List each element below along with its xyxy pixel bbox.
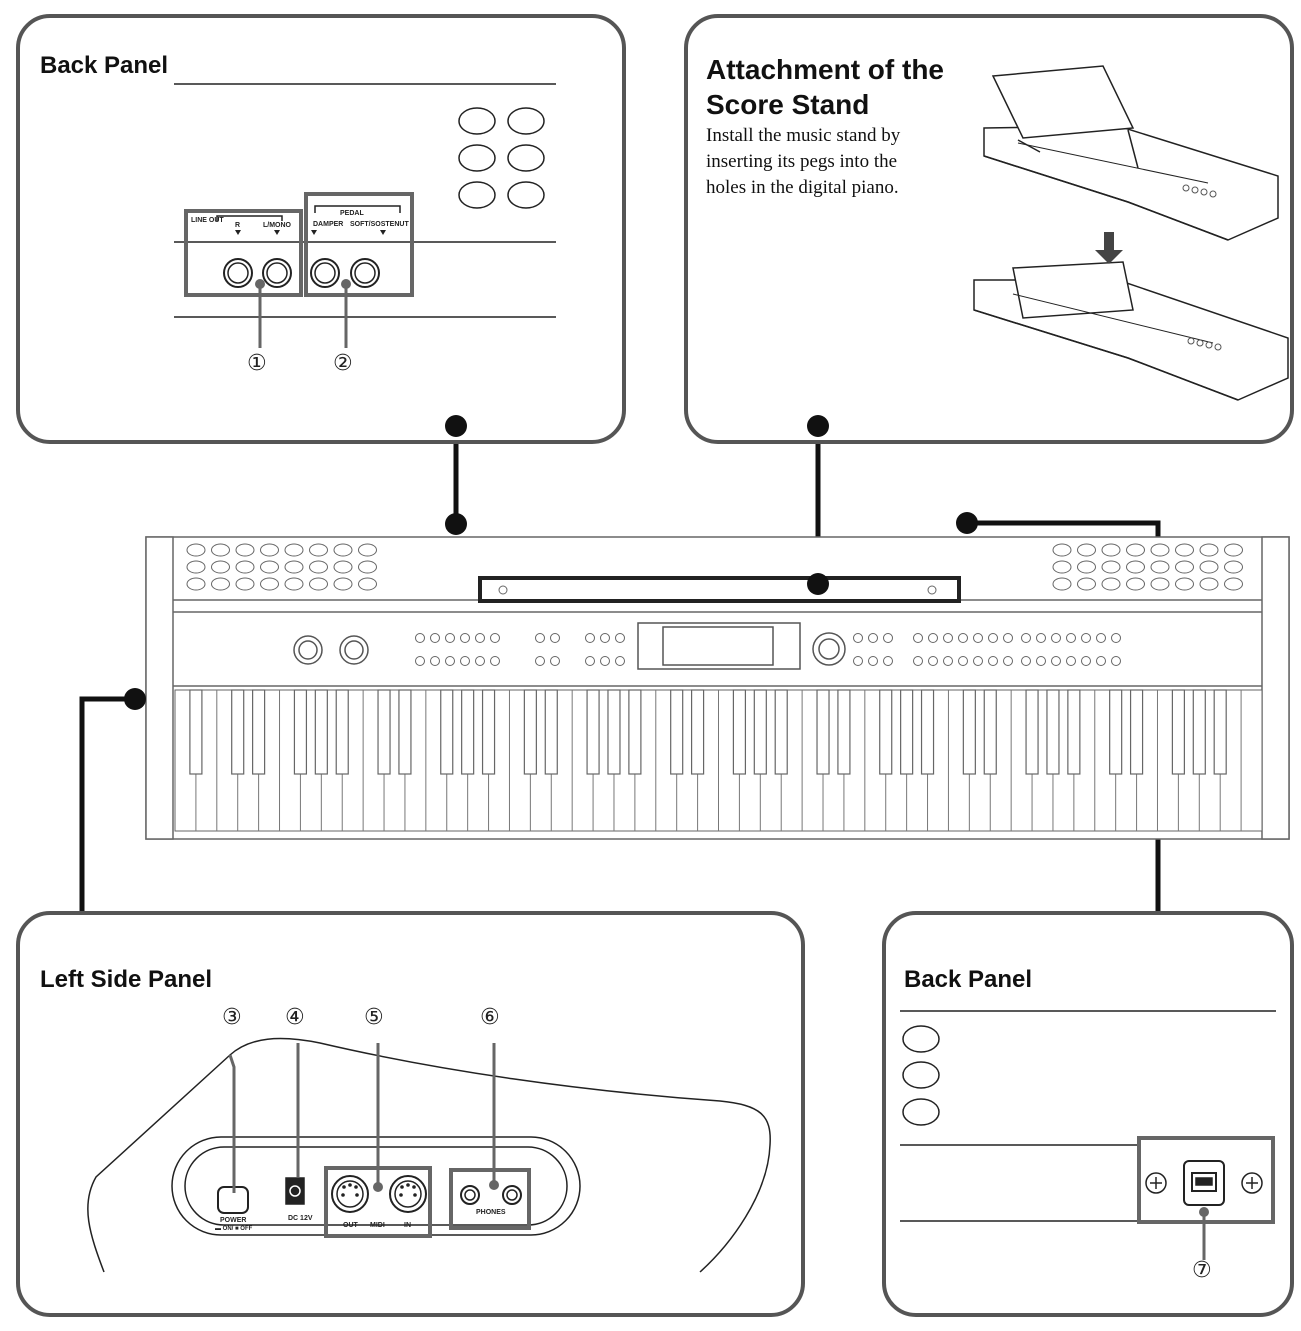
score-stand-body-3: holes in the digital piano. — [706, 177, 899, 198]
line-out-label: LINE OUT — [191, 217, 224, 224]
callout-3: ③ — [222, 1005, 242, 1030]
lmono-label: L/MONO — [263, 222, 291, 229]
left-side-panel-title: Left Side Panel — [40, 966, 213, 993]
back-panel-right-title: Back Panel — [904, 966, 1033, 993]
power-sub-label: ▬ ON/ ■ OFF — [215, 1226, 253, 1232]
score-stand-body-1: Install the music stand by — [706, 125, 901, 146]
score-stand-title-line1: Attachment of the — [706, 54, 944, 85]
midi-out-label: OUT — [343, 1222, 358, 1229]
phones-label: PHONES — [476, 1209, 506, 1216]
back-panel-top: Back Panel — [16, 14, 626, 444]
callout-6: ⑥ — [480, 1005, 500, 1030]
back-panel-top-title: Back Panel — [40, 52, 169, 79]
callout-2: ② — [333, 351, 353, 376]
score-stand-panel: Attachment of the Score Stand Install th… — [684, 14, 1294, 444]
back-panel-right: Back Panel ⑦ — [882, 911, 1294, 1317]
score-stand-body-2: inserting its pegs into the — [706, 151, 898, 172]
left-side-drawing — [87, 1037, 771, 1273]
callout-5: ⑤ — [364, 1005, 384, 1030]
power-label: POWER — [220, 1217, 247, 1224]
soft-sostenut-label: SOFT/SOSTENUT — [350, 221, 409, 228]
back-panel-right-drawing — [900, 1010, 1276, 1260]
callout-7: ⑦ — [1192, 1258, 1212, 1283]
midi-label: MIDI — [370, 1222, 385, 1229]
callout-4: ④ — [285, 1005, 305, 1030]
dc-label: DC 12V — [288, 1215, 313, 1222]
r-label: R — [235, 222, 241, 229]
score-stand-illustration — [973, 65, 1289, 401]
pedal-label: PEDAL — [340, 210, 364, 217]
back-panel-top-drawing — [174, 83, 556, 348]
midi-in-label: IN — [404, 1222, 411, 1229]
damper-label: DAMPER — [313, 221, 344, 228]
left-side-panel: Left Side Panel — [16, 911, 805, 1317]
callout-1: ① — [247, 351, 267, 376]
score-stand-title-line2: Score Stand — [706, 89, 870, 120]
